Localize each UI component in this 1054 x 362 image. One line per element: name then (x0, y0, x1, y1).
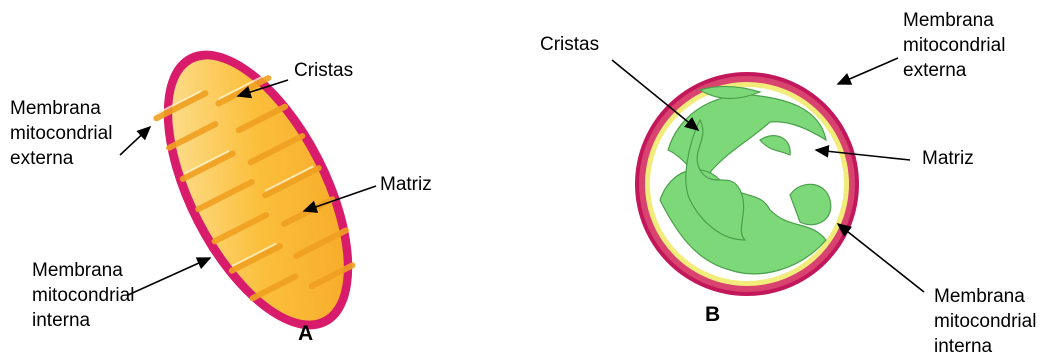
label-outer-membrane-b-line3: externa (903, 58, 1005, 83)
label-matriz-b: Matriz (922, 146, 974, 171)
label-inner-membrane-b-line2: mitocondrial (934, 309, 1036, 334)
label-inner-membrane-a-line2: mitocondrial (32, 283, 134, 308)
arrow-inner-membrane-a (128, 258, 210, 295)
label-inner-membrane-a-line1: Membrana (32, 258, 134, 283)
arrow-outer-membrane-b (838, 58, 898, 84)
label-cristas-a: Cristas (294, 58, 353, 83)
label-outer-membrane-b: Membrana mitocondrial externa (903, 8, 1005, 83)
arrow-inner-membrane-b (838, 224, 924, 292)
label-inner-membrane-a: Membrana mitocondrial interna (32, 258, 134, 333)
label-outer-membrane-b-line1: Membrana (903, 8, 1005, 33)
label-inner-membrane-a-line3: interna (32, 308, 134, 333)
label-inner-membrane-b-line3: interna (934, 334, 1036, 359)
arrow-outer-membrane-a (120, 127, 150, 155)
label-matriz-a: Matriz (380, 172, 432, 197)
panel-letter-a: A (298, 322, 313, 346)
label-outer-membrane-a-line3: externa (10, 146, 112, 171)
label-inner-membrane-b: Membrana mitocondrial interna (934, 284, 1036, 359)
panel-letter-b: B (705, 303, 720, 327)
label-inner-membrane-b-line1: Membrana (934, 284, 1036, 309)
label-outer-membrane-a: Membrana mitocondrial externa (10, 96, 112, 171)
label-outer-membrane-a-line2: mitocondrial (10, 121, 112, 146)
label-outer-membrane-a-line1: Membrana (10, 96, 112, 121)
label-cristas-b: Cristas (540, 32, 599, 57)
label-outer-membrane-b-line2: mitocondrial (903, 33, 1005, 58)
